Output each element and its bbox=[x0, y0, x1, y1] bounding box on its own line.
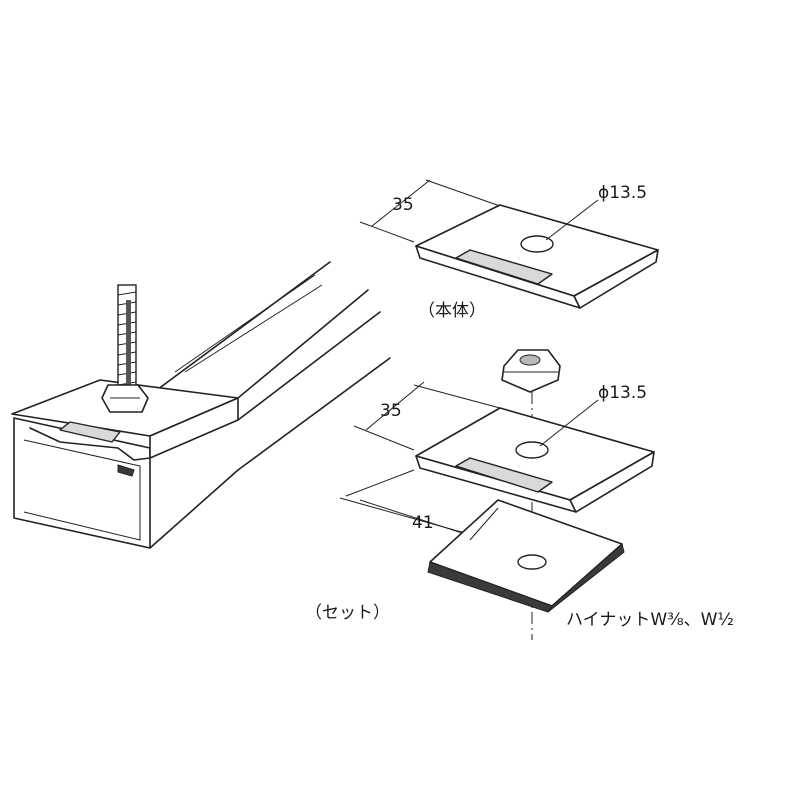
dim-mid-hole: ϕ13.5 bbox=[598, 383, 647, 403]
set-caption: （セット） bbox=[305, 603, 390, 623]
cap-nut bbox=[101, 384, 149, 413]
dim-top-width: 35 bbox=[392, 195, 414, 215]
body-part: 35 ϕ13.5 （本体） bbox=[359, 179, 659, 321]
dim-mid-width: 35 bbox=[380, 401, 402, 421]
assembled-channel bbox=[11, 261, 391, 549]
dim-plate-width: 41 bbox=[412, 513, 434, 533]
body-caption: （本体） bbox=[418, 301, 486, 321]
set-part: 35 ϕ13.5 41 （セット） ハイナットW⅜、W½ bbox=[305, 349, 734, 640]
threaded-rod bbox=[117, 284, 137, 396]
nut-caption: ハイナットW⅜、W½ bbox=[566, 610, 734, 630]
dim-top-hole: ϕ13.5 bbox=[598, 183, 647, 203]
flange-nut bbox=[501, 349, 561, 393]
